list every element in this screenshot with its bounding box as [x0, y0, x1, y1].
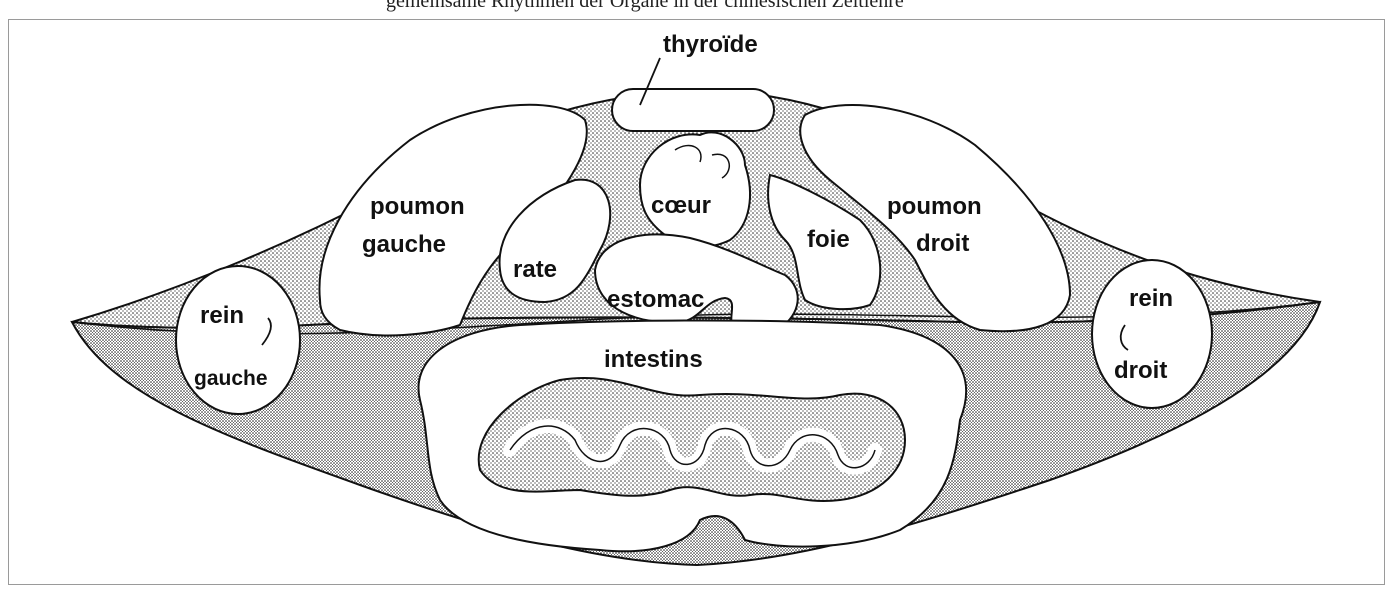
label-thyroide: thyroïde [663, 31, 758, 58]
label-intestins: intestins [604, 346, 703, 373]
label-poumon-gauche-1: poumon [370, 193, 465, 220]
label-rate: rate [513, 256, 557, 283]
rein-droit-organ [1092, 260, 1212, 408]
thyroide-organ [612, 89, 774, 131]
label-poumon-droit-1: poumon [887, 193, 982, 220]
label-poumon-droit-2: droit [916, 230, 969, 257]
label-coeur: cœur [651, 192, 711, 219]
label-poumon-gauche-2: gauche [362, 231, 446, 258]
label-rein-gauche-1: rein [200, 302, 244, 329]
intestins-coils [479, 378, 905, 501]
label-rein-droit-1: rein [1129, 285, 1173, 312]
rein-gauche-organ [176, 266, 300, 414]
label-rein-gauche-2: gauche [194, 367, 268, 390]
label-estomac: estomac [607, 286, 704, 313]
label-rein-droit-2: droit [1114, 357, 1167, 384]
label-foie: foie [807, 226, 850, 253]
